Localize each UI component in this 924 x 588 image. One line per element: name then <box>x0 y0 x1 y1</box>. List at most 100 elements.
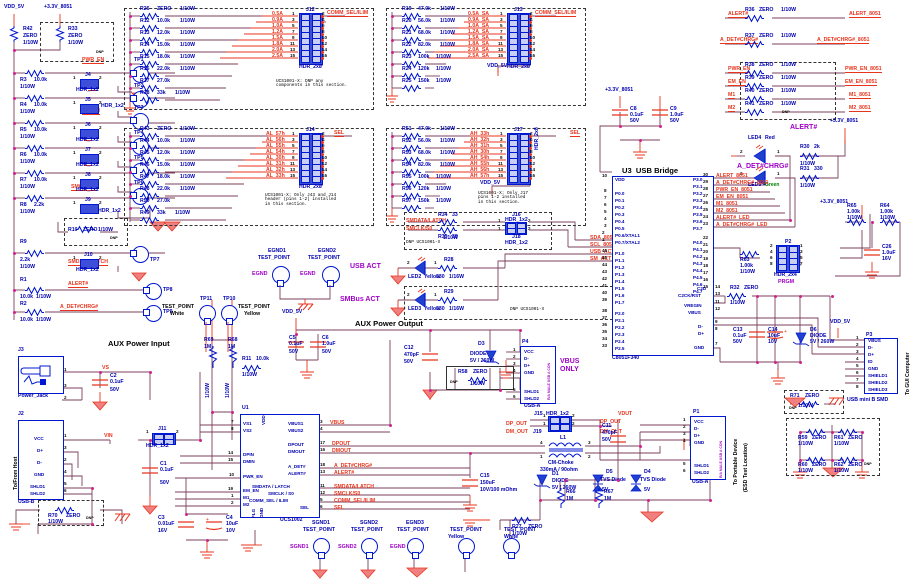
net-vdd5v-j13: VDD_5V <box>487 63 508 69</box>
connector-p3[interactable] <box>864 338 898 394</box>
testpoint-pad-sgnd1 <box>318 552 325 559</box>
connector-p4[interactable] <box>520 346 556 404</box>
color-tp35: White <box>504 534 519 540</box>
ref-d1: D1 <box>552 471 559 477</box>
val-r30: 2k <box>814 144 820 150</box>
pow-r2: 1/10W <box>36 317 51 323</box>
zero-res-block <box>786 418 880 476</box>
type-j18: HDR_1x2 <box>505 240 528 246</box>
val-r62: ZERO <box>848 462 863 468</box>
label-tp1: TP1 <box>134 57 144 63</box>
jumper-j5[interactable] <box>80 104 99 114</box>
val-r13: 12.0k <box>157 30 170 36</box>
val-c15: 150uF <box>480 480 495 486</box>
pow-r70: 1/10W <box>48 519 63 525</box>
r-bank-4-box <box>386 128 586 226</box>
part-p1: USB-A <box>692 479 709 485</box>
val-r18: 33k <box>157 90 166 96</box>
v-c15: 10V/100 mOhm <box>480 487 518 493</box>
ref-d5: D5 <box>606 469 613 475</box>
val-c3: 0.01uF <box>158 521 175 527</box>
ic-u3[interactable] <box>612 176 714 356</box>
label-tp11-text: TEST_POINT <box>162 304 194 310</box>
val-r65: 1.00k <box>847 209 860 215</box>
testpoint-pad-tp34 <box>463 552 470 559</box>
pow-r42: 1/10W <box>23 40 38 46</box>
val-c11: 470pF <box>602 430 617 436</box>
ref-egnd2: EGND2 <box>318 248 336 254</box>
ref-egnd1: EGND1 <box>268 248 286 254</box>
pow-r4: 1/10W <box>20 109 35 115</box>
pow-r1: 1/10W <box>36 294 51 300</box>
diode-symbol-d1 <box>533 474 551 489</box>
resistor-symbol-r33 <box>55 26 65 42</box>
tp-stem-lines <box>205 322 229 352</box>
ref-r67: R67 <box>604 489 614 495</box>
type-j6: HDR_1x2 <box>76 137 99 143</box>
ref-r12: R12 <box>140 18 150 24</box>
val-r71: ZERO <box>805 393 820 399</box>
val-r2: 10.0k <box>20 317 33 323</box>
val-r16: 22.0k <box>157 66 170 72</box>
ref-r6: R6 <box>20 152 27 158</box>
ic-u1[interactable] <box>240 414 320 518</box>
resistor-symbol-r42 <box>9 26 19 42</box>
val-r8: 2.2k <box>34 202 45 208</box>
v-c6: 50V <box>322 349 332 355</box>
jumper-j9[interactable] <box>80 204 99 214</box>
jumper-j8[interactable] <box>80 179 99 189</box>
connector-p1[interactable] <box>690 416 726 480</box>
label-tp2: TP2 <box>134 83 144 89</box>
net-sgnd1: SGND1 <box>290 544 309 550</box>
type-j12: HDR_2x8 <box>299 64 322 70</box>
part-u1: UCS1002 <box>280 517 303 523</box>
type-j11: HDR_1x2 <box>146 443 169 449</box>
ref-r13: R13 <box>140 30 150 36</box>
val-r29: 330 <box>436 306 445 312</box>
pin-u1-gnd: GND <box>259 507 264 518</box>
pow-r28: 1/16W <box>449 274 464 280</box>
testpoint-pad-tp11 <box>204 318 211 325</box>
ref-r8: R8 <box>20 202 27 208</box>
ref-j4: J4 <box>85 72 91 78</box>
pin-u1-flg: FLG <box>251 508 256 518</box>
pin2-j4: 2 <box>99 75 102 80</box>
testpoint-pad-egnd2 <box>327 280 334 287</box>
ref-c5: C5 <box>289 335 296 341</box>
label-sgnd1: TEST_POINT <box>303 527 335 533</box>
label-usb-act: USB ACT <box>350 263 381 270</box>
net-j14-out: SEL <box>334 130 345 138</box>
net-vs: VS <box>102 365 109 371</box>
pow-r10: 1/10W <box>98 227 113 233</box>
net-vin: VIN <box>104 433 113 439</box>
ref-r27: R27 <box>512 524 522 530</box>
label-tp10-text: TEST_POINT <box>238 304 270 310</box>
testpoint-pad-egnd1 <box>277 280 284 287</box>
net-33v-8051-top: +3.3V_8051 <box>44 4 73 10</box>
net-dm-out: DM_OUT <box>506 429 528 435</box>
pow-r9: 1/10W <box>20 264 35 270</box>
label-egnd3: TEST_POINT <box>397 527 429 533</box>
pow-r14: 1/10W <box>180 42 195 48</box>
jumper-j10[interactable] <box>80 259 99 269</box>
net-vdut: VDUT <box>618 411 633 417</box>
ref-j2: J2 <box>18 411 24 417</box>
pin2-j7: 2 <box>99 150 102 155</box>
part-u3: C8051F340 <box>612 355 640 361</box>
net-dm-out-r: DM_OUT <box>600 429 622 435</box>
pow-r65: 1/10W <box>847 215 862 221</box>
jumper-j4[interactable] <box>80 79 99 89</box>
connector-j2[interactable] <box>18 420 64 500</box>
jumper-j7[interactable] <box>80 154 99 164</box>
jumper-j6[interactable] <box>80 129 99 139</box>
cap-symbol-c9 <box>652 109 668 116</box>
val-c8: 0.1uF <box>630 112 644 118</box>
connector-j3[interactable] <box>18 356 64 394</box>
testpoint-pad-tp1 <box>130 70 137 77</box>
val-r9: 2.2k <box>20 257 31 263</box>
pow-r3: 1/10W <box>20 84 35 90</box>
ref-c4: C4 <box>226 515 233 521</box>
color-led3: Yellow <box>424 306 441 312</box>
ref-c13: C13 <box>733 327 743 333</box>
ref-r62: R62 <box>834 462 844 468</box>
